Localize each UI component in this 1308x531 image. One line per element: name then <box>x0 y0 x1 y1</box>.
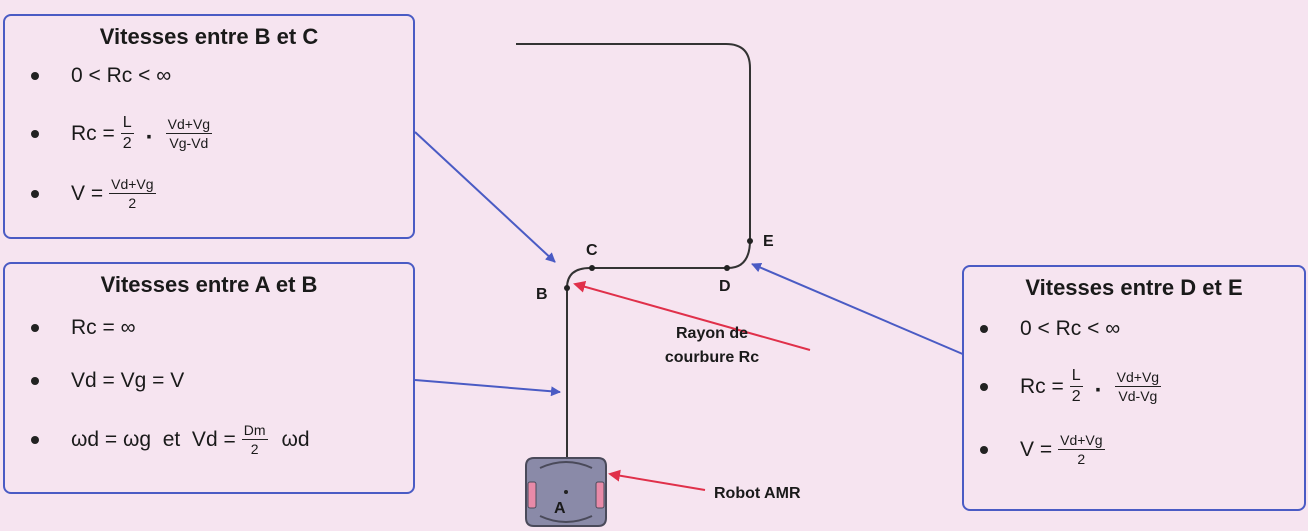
point-e-marker <box>747 238 753 244</box>
arrow-de-to-curve <box>751 262 966 356</box>
fraction-l-over-2: L 2 <box>120 114 134 153</box>
point-d-marker <box>724 265 730 271</box>
bullet-icon <box>980 382 988 391</box>
box-de-title: Vitesses entre D et E <box>1025 275 1243 300</box>
fraction-v: Vd+Vg 2 <box>109 176 156 212</box>
box-ab-omega-prefix: ωd = ωg et Vd = <box>71 427 236 451</box>
box-de-line1: 0 < Rc < ∞ <box>964 317 1120 341</box>
bullet-icon <box>31 435 39 444</box>
robot-trajectory <box>516 43 751 460</box>
box-speeds-a-b: Vitesses entre A et B Rc = ∞ Vd = Vg = V… <box>3 262 415 494</box>
box-bc-v-prefix: V = <box>71 181 104 205</box>
box-ab-line3: ωd = ωg et Vd = Dm 2 ωd <box>5 422 310 457</box>
point-b-marker <box>564 285 570 291</box>
rayon-line1: Rayon de <box>675 325 748 342</box>
bullet-icon <box>980 325 988 333</box>
fraction-l-over-2: L 2 <box>1069 367 1083 406</box>
bullet-icon <box>31 72 39 80</box>
point-label-c: C <box>586 242 598 259</box>
box-bc-range: 0 < Rc < ∞ <box>71 64 172 87</box>
arrow-rayon-courbure <box>573 280 811 351</box>
box-de-v-prefix: V = <box>1020 437 1053 461</box>
rayon-line2: courbure Rc <box>664 349 760 366</box>
box-bc-title: Vitesses entre B et C <box>99 24 319 49</box>
multiply-dot-icon: · <box>145 123 154 151</box>
box-ab-rc: Rc = ∞ <box>71 316 136 339</box>
fraction-speeds: Vd+Vg Vd-Vg <box>1114 369 1162 405</box>
box-bc-line2: Rc = L 2 · Vd+Vg Vg-Vd <box>5 114 218 154</box>
fraction-speeds: Vd+Vg Vg-Vd <box>165 116 213 152</box>
box-ab-line2: Vd = Vg = V <box>5 369 184 393</box>
bullet-icon <box>31 189 39 198</box>
bullet-icon <box>31 377 39 385</box>
bullet-icon <box>31 324 39 332</box>
rayon-courbure-label: Rayon de courbure Rc <box>648 322 776 370</box>
box-ab-omega-suffix: ωd <box>281 427 310 451</box>
box-speeds-b-c: Vitesses entre B et C 0 < Rc < ∞ Rc = L … <box>3 14 415 239</box>
box-de-line3: V = Vd+Vg 2 <box>964 432 1111 467</box>
robot-amr-label: Robot AMR <box>714 485 801 502</box>
arrow-bc-to-curve <box>414 131 556 263</box>
fraction-dm-over-2: Dm 2 <box>241 422 268 458</box>
point-c-marker <box>589 265 595 271</box>
arrow-robot-label <box>608 469 706 491</box>
bullet-icon <box>31 129 39 138</box>
bullet-icon <box>980 445 988 454</box>
multiply-dot-icon: · <box>1094 376 1103 404</box>
fraction-v: Vd+Vg 2 <box>1058 432 1105 468</box>
arrow-ab-to-segment <box>414 379 561 397</box>
box-ab-line1: Rc = ∞ <box>5 316 136 340</box>
box-ab-title: Vitesses entre A et B <box>100 272 318 297</box>
robot-amr-shape <box>525 457 607 527</box>
box-bc-line1: 0 < Rc < ∞ <box>5 64 171 88</box>
point-label-a: A <box>554 500 566 517</box>
box-bc-line3: V = Vd+Vg 2 <box>5 176 162 211</box>
box-speeds-d-e: Vitesses entre D et E 0 < Rc < ∞ Rc = L … <box>962 265 1306 511</box>
box-de-rc-prefix: Rc = <box>1020 374 1064 398</box>
point-label-e: E <box>763 233 774 250</box>
point-label-b: B <box>536 286 548 303</box>
box-de-range: 0 < Rc < ∞ <box>1020 317 1121 340</box>
point-label-d: D <box>719 278 731 295</box>
box-ab-speeds-equal: Vd = Vg = V <box>71 369 185 392</box>
box-de-line2: Rc = L 2 · Vd+Vg Vd-Vg <box>964 367 1167 407</box>
box-bc-rc-prefix: Rc = <box>71 121 115 145</box>
